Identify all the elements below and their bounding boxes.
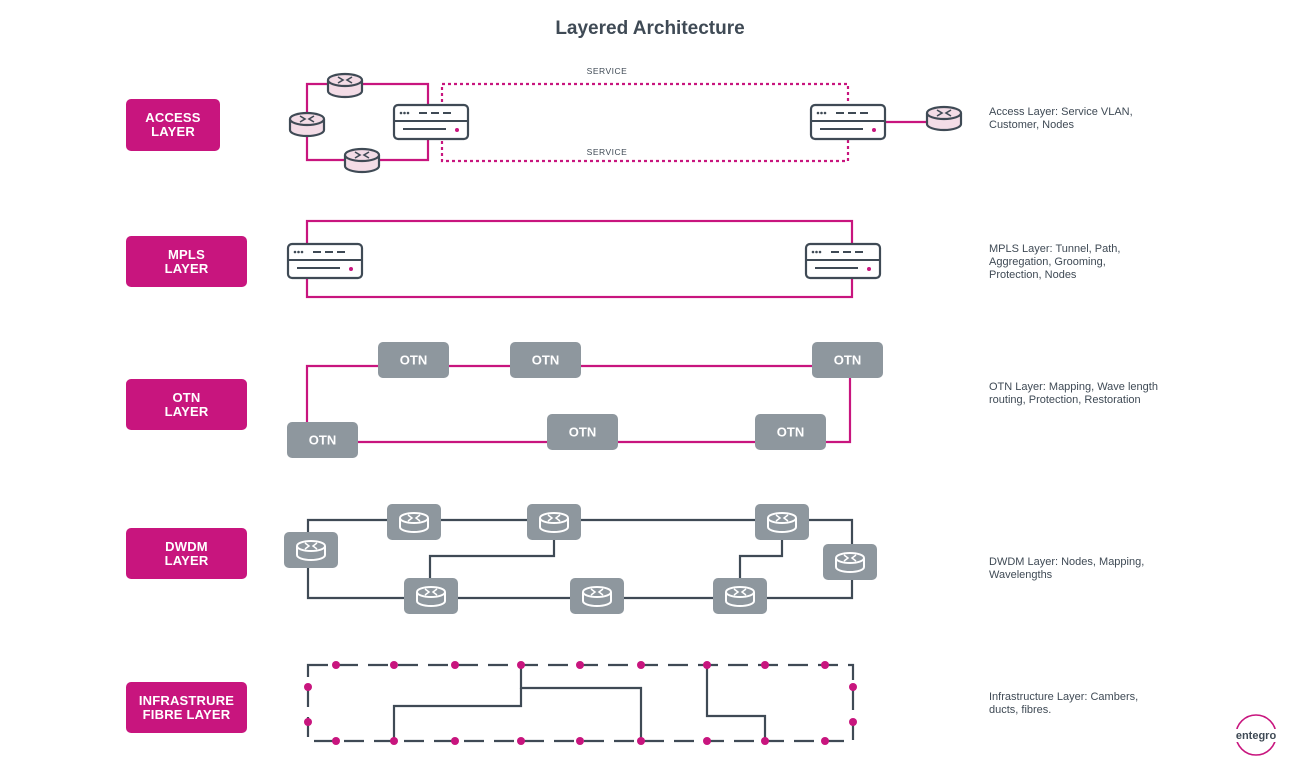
router-icon xyxy=(288,111,326,138)
badge-dwdm-line2: LAYER xyxy=(164,552,209,568)
fibre-junction-dots xyxy=(304,661,857,745)
otn-node-label: OTN xyxy=(834,353,861,368)
badge-otn-line2: LAYER xyxy=(164,403,209,419)
desc-infrastructure-layer: Infrastructure Layer: Cambers, ducts, fi… xyxy=(989,691,1139,716)
badge-access-layer: ACCESS LAYER xyxy=(126,99,220,151)
badge-infra-line2: FIBRE LAYER xyxy=(142,706,231,722)
entegro-logo: entegro xyxy=(1235,714,1277,756)
otn-node: OTN xyxy=(378,342,449,378)
infrastructure-layer-diagram xyxy=(304,661,857,745)
access-layer-diagram: SERVICE SERVICE xyxy=(288,66,963,174)
service-label-top: SERVICE xyxy=(587,66,628,76)
badge-otn-line1: OTN xyxy=(172,389,201,405)
badge-infra-line1: INFRASTRURE xyxy=(138,692,235,708)
badge-infrastructure-layer: INFRASTRURE FIBRE LAYER xyxy=(126,682,247,733)
service-label-bottom: SERVICE xyxy=(587,147,628,157)
otn-node-label: OTN xyxy=(309,433,336,448)
mpls-layer-diagram xyxy=(286,219,882,299)
router-icon xyxy=(343,147,381,174)
badge-dwdm-layer: DWDM LAYER xyxy=(126,528,247,579)
router-icon xyxy=(326,72,364,99)
desc-otn-layer: OTN Layer: Mapping, Wave length routing,… xyxy=(989,381,1158,406)
switch-icon xyxy=(392,103,470,141)
otn-node-label: OTN xyxy=(777,425,804,440)
desc-mpls-layer: MPLS Layer: Tunnel, Path, Aggregation, G… xyxy=(989,243,1121,281)
badge-mpls-line2: LAYER xyxy=(164,260,209,276)
router-icon xyxy=(925,105,963,132)
otn-node: OTN xyxy=(287,422,358,458)
badge-access-line2: LAYER xyxy=(151,124,195,139)
otn-node: OTN xyxy=(755,414,826,450)
page-title: Layered Architecture xyxy=(555,18,745,39)
otn-node: OTN xyxy=(812,342,883,378)
badge-mpls-line1: MPLS xyxy=(168,246,205,262)
badge-otn-layer: OTN LAYER xyxy=(126,379,247,430)
badge-dwdm-line1: DWDM xyxy=(165,538,208,554)
badge-mpls-layer: MPLS LAYER xyxy=(126,236,247,287)
switch-icon xyxy=(804,242,882,280)
switch-icon xyxy=(286,242,364,280)
desc-dwdm-layer: DWDM Layer: Nodes, Mapping, Wavelengths xyxy=(989,556,1145,581)
logo-text: entegro xyxy=(1236,730,1277,742)
otn-node-label: OTN xyxy=(400,353,427,368)
desc-access-layer: Access Layer: Service VLAN, Customer, No… xyxy=(989,106,1133,131)
badge-access-line1: ACCESS xyxy=(145,110,201,125)
otn-node: OTN xyxy=(547,414,618,450)
otn-node-label: OTN xyxy=(532,353,559,368)
switch-icon xyxy=(809,103,887,141)
otn-node: OTN xyxy=(510,342,581,378)
otn-layer-diagram: OTN OTN OTN OTN OTN OTN xyxy=(287,342,883,458)
otn-node-label: OTN xyxy=(569,425,596,440)
dwdm-layer-diagram xyxy=(284,504,877,614)
